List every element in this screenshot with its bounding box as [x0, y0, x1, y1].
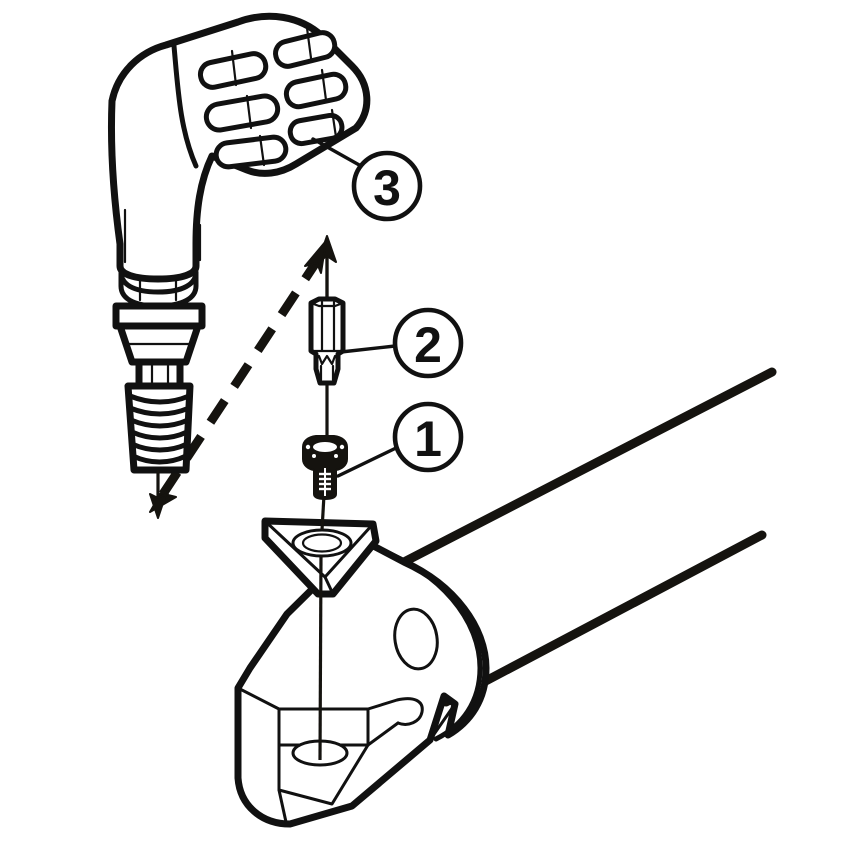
thread-ring-5 — [129, 441, 190, 453]
torx-key — [107, 12, 371, 519]
callout-2-circle[interactable] — [392, 307, 464, 379]
thread-ring-3 — [128, 417, 191, 429]
bit-outline — [308, 296, 346, 386]
handle-neck-seam — [171, 43, 199, 169]
handle-grip-ribs — [197, 26, 349, 170]
socket-dot-bl — [312, 454, 316, 458]
callout-1-number: 1 — [414, 411, 442, 467]
callout-bubble-3[interactable]: 3 — [351, 150, 423, 222]
holder-outline — [234, 536, 490, 828]
screw-thread-lines — [319, 468, 331, 496]
clamping-screw — [302, 435, 348, 500]
insert-front-corner-edge — [323, 575, 335, 596]
callout-2-number: 2 — [414, 317, 442, 373]
threaded-shank — [124, 382, 194, 474]
callout-1-circle[interactable] — [392, 401, 464, 473]
callout-leaders — [311, 137, 398, 478]
grip-sep-2 — [245, 94, 253, 130]
holder-notch — [428, 702, 457, 742]
grip-rib-4 — [273, 30, 338, 69]
holder-side-hole — [393, 607, 439, 671]
axis-screw-to-insert — [320, 494, 326, 531]
grip-rib-3 — [213, 134, 289, 170]
callout-bubble-1[interactable]: 1 — [392, 401, 464, 473]
leader-line-2 — [339, 344, 397, 354]
thread-ring-6 — [130, 453, 189, 465]
grip-sep-3 — [258, 134, 266, 167]
socket-dot-right — [339, 444, 345, 450]
grip-sep-1 — [230, 49, 238, 87]
grip-sep-6 — [330, 108, 338, 139]
socket-dot-left — [305, 444, 311, 450]
boring-bar-bottom-edge — [441, 530, 767, 707]
seat-lip-connector — [366, 721, 400, 747]
tool-holder-body — [234, 536, 490, 828]
grip-sep-4 — [305, 26, 313, 60]
grip-rib-2 — [203, 93, 281, 133]
socket-dot-br — [334, 454, 338, 458]
socket-ellipse — [313, 442, 337, 452]
thread-ring-2 — [127, 405, 192, 417]
screw-torx-socket — [305, 442, 345, 458]
leader-line-3 — [311, 137, 363, 168]
collar-neck — [135, 358, 184, 390]
insert-right-corner-edge — [371, 522, 378, 543]
key-tip-point — [149, 493, 167, 519]
leader-line-1 — [336, 446, 398, 478]
grip-rib-5 — [283, 71, 349, 110]
bit-torx-lobes — [317, 354, 337, 366]
collar-band — [112, 302, 206, 330]
callout-3-circle[interactable] — [351, 150, 423, 222]
callout-bubble-2[interactable]: 2 — [392, 307, 464, 379]
seat-back-wall — [236, 686, 370, 747]
driver-bit — [308, 296, 346, 386]
holder-head-curve — [375, 546, 483, 742]
seat-clamp-lip — [366, 697, 424, 726]
screw-body — [302, 435, 348, 500]
boring-bar-top-edge — [399, 367, 777, 567]
seat-floor-front-edge — [277, 788, 288, 824]
boring-bar-shank — [399, 367, 777, 707]
axis-through-holder — [318, 554, 323, 761]
thread-ring-1 — [127, 393, 192, 405]
callout-3-number: 3 — [373, 160, 401, 216]
insert-bore-inner — [301, 533, 343, 553]
bit-top-chamfer — [309, 301, 345, 308]
thread-ring-4 — [129, 429, 190, 441]
grip-sep-5 — [320, 68, 328, 102]
motion-arrow-head-top — [304, 240, 327, 274]
